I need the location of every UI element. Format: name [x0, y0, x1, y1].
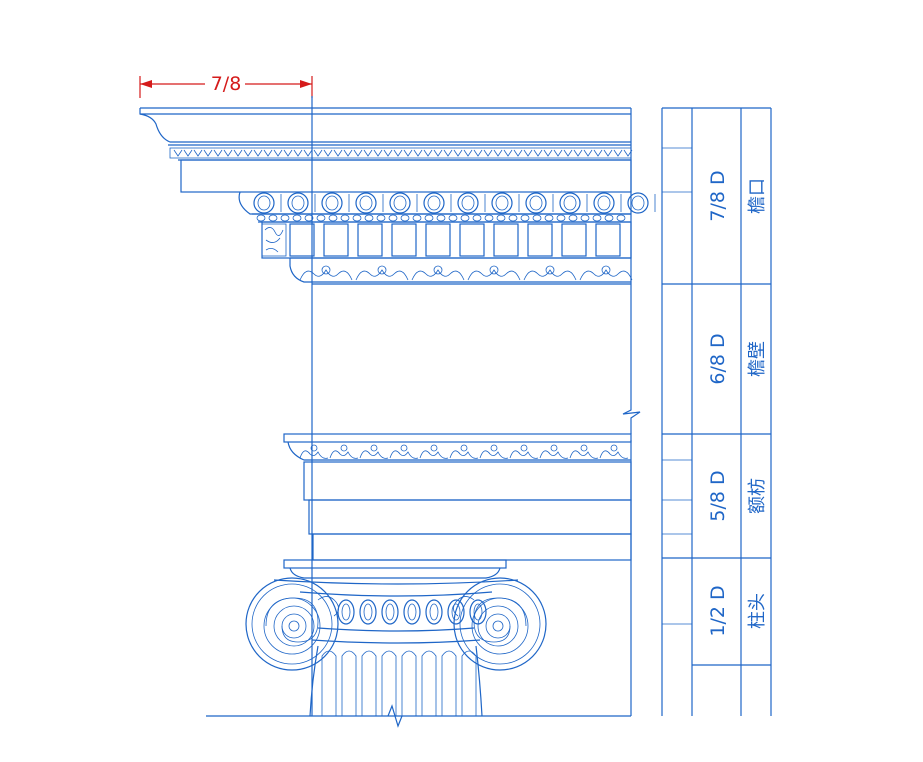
table-row-4-ratio: 1/2 D — [707, 585, 729, 636]
cornice — [139, 107, 656, 285]
bead-and-reel — [256, 214, 626, 222]
dentil-course — [289, 223, 621, 257]
column-shaft — [206, 440, 632, 728]
table-row-2-name: 檐壁 — [747, 341, 768, 377]
acanthus-bed-molding — [299, 265, 633, 281]
table-row-1-name: 檐口 — [747, 178, 768, 214]
architrave-crown-molding — [299, 444, 629, 459]
dentil-corner-ornament — [261, 223, 287, 257]
table-row-2-ratio: 6/8 D — [707, 333, 729, 384]
dimension-line: 7/8 — [139, 70, 313, 98]
table-row-3-ratio: 5/8 D — [707, 470, 729, 521]
table-row-3-name: 额枋 — [747, 478, 768, 514]
egg-and-dart-molding — [253, 192, 656, 214]
cornice-small-ornament — [173, 149, 633, 157]
table-row-1-ratio: 7/8 D — [707, 170, 729, 221]
capital-echinus-ornament — [317, 596, 487, 625]
architrave — [283, 433, 632, 561]
table-row-4-name: 柱头 — [747, 593, 768, 629]
proportion-table: 7/8 D 檐口 6/8 D 檐壁 5/8 D 额枋 1/2 D 柱头 — [661, 107, 772, 716]
dimension-label: 7/8 — [211, 73, 242, 95]
frieze — [311, 96, 641, 716]
left-volute — [245, 577, 339, 671]
column-flutes — [309, 645, 483, 717]
ionic-capital — [245, 559, 547, 671]
right-volute — [453, 577, 547, 671]
